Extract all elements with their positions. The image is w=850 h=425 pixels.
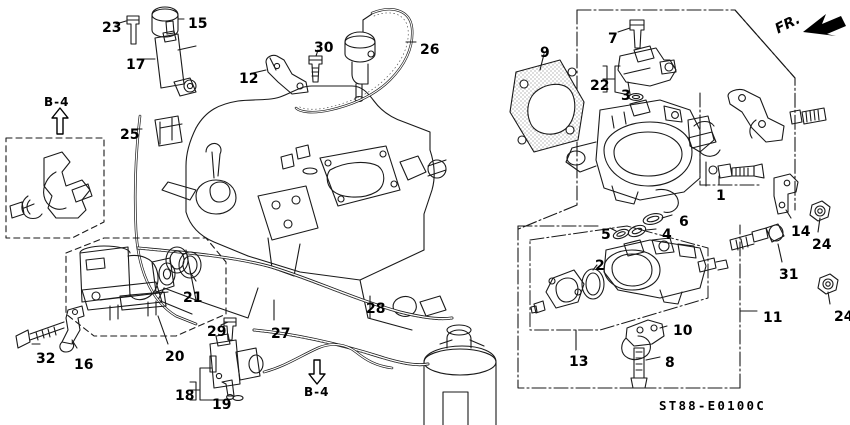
throttle-body-lower xyxy=(603,237,729,305)
callout-number: 5 xyxy=(601,227,611,243)
part-8-bolt xyxy=(630,347,648,389)
part-25-clip xyxy=(154,115,183,147)
callout-number: 23 xyxy=(102,20,122,36)
callout-number: 1 xyxy=(716,188,726,204)
section-ref-b4-top: B-4 xyxy=(44,95,70,109)
callout-number: 24 xyxy=(812,237,832,253)
part-4-oring xyxy=(627,224,647,238)
callout-number: 28 xyxy=(366,301,386,317)
part-1-screw xyxy=(708,163,765,179)
upper-bracket-bolt xyxy=(789,107,827,125)
part-20-solenoid-assembly xyxy=(79,245,176,321)
callout-number: 16 xyxy=(74,357,94,373)
part-13-boundary xyxy=(529,225,709,331)
callout-number: 8 xyxy=(665,355,675,371)
callout-number: 30 xyxy=(314,40,334,56)
part-5-oring xyxy=(612,228,630,240)
diagram-code: ST88-E0100C xyxy=(659,398,766,413)
inset-bracket-part xyxy=(9,151,93,220)
part-32-bolt xyxy=(15,321,65,349)
leader-lines xyxy=(31,18,831,401)
part-upper-bracket xyxy=(727,88,785,143)
callout-number: 25 xyxy=(120,127,140,143)
fr-arrow xyxy=(803,14,846,36)
lower-flange xyxy=(545,269,585,309)
callout-number: 19 xyxy=(212,397,232,413)
part-2-oring xyxy=(581,268,605,300)
part-30-bolt xyxy=(308,55,323,83)
callout-number: 26 xyxy=(420,42,440,58)
part-17-valve xyxy=(154,20,197,97)
part-19-oring xyxy=(232,395,244,401)
callout-number: 10 xyxy=(673,323,693,339)
callout-number: 2 xyxy=(595,258,605,274)
callout-number: 18 xyxy=(175,388,195,404)
callout-number: 20 xyxy=(165,349,185,365)
callout-number: 14 xyxy=(791,224,811,240)
engine-intake-manifold xyxy=(157,85,447,331)
callout-number: 32 xyxy=(36,351,56,367)
callout-number: 29 xyxy=(207,324,227,340)
callout-number: 17 xyxy=(126,57,146,73)
callout-number: 27 xyxy=(271,326,291,342)
throttle-body-main xyxy=(565,99,721,213)
callout-number: 7 xyxy=(608,31,618,47)
callout-number: 13 xyxy=(569,354,589,370)
part-7-bolt xyxy=(629,19,645,49)
charcoal-canister xyxy=(423,324,497,425)
assembly-brackets xyxy=(65,65,707,401)
part-14-bracket xyxy=(773,173,799,215)
callout-number: 24 xyxy=(834,309,850,325)
callout-number: 4 xyxy=(662,227,672,243)
callout-number: 21 xyxy=(183,290,203,306)
part-18-valve xyxy=(209,333,264,400)
callout-number: 22 xyxy=(590,78,610,94)
b4-arrow-down xyxy=(308,359,326,385)
part-20-boundary xyxy=(65,237,227,337)
part-24-nut-lower xyxy=(817,273,839,295)
part-16-bracket xyxy=(59,305,85,353)
callout-number: 31 xyxy=(779,267,799,283)
part-31-bolt xyxy=(729,223,785,251)
callout-number: 3 xyxy=(621,88,631,104)
part-29-bolt xyxy=(223,317,237,341)
part-6-oring xyxy=(642,213,664,225)
callout-number: 6 xyxy=(679,214,689,230)
part-12-bracket xyxy=(265,54,309,95)
callout-number: 11 xyxy=(763,310,783,326)
callout-number: 9 xyxy=(540,45,550,61)
part-3-oring xyxy=(628,93,644,101)
callout-number: 15 xyxy=(188,16,208,32)
flange-screw xyxy=(530,300,546,314)
part-26-regulator-hose xyxy=(344,13,376,103)
part-23-bolt xyxy=(126,15,140,45)
part-15-cap xyxy=(151,6,179,38)
section-ref-b4-bottom: B-4 xyxy=(304,385,330,399)
callout-number: 12 xyxy=(239,71,259,87)
part-21-gaskets xyxy=(165,246,202,279)
part-24-nut-upper xyxy=(809,200,831,222)
b4-arrow-up xyxy=(51,107,69,135)
part-22-sensor xyxy=(617,45,677,95)
part-9-gasket xyxy=(509,59,585,153)
right-lower-group-boundary xyxy=(517,224,741,389)
inset-detail-box-b4 xyxy=(5,137,105,239)
part-10-bracket xyxy=(621,319,665,361)
